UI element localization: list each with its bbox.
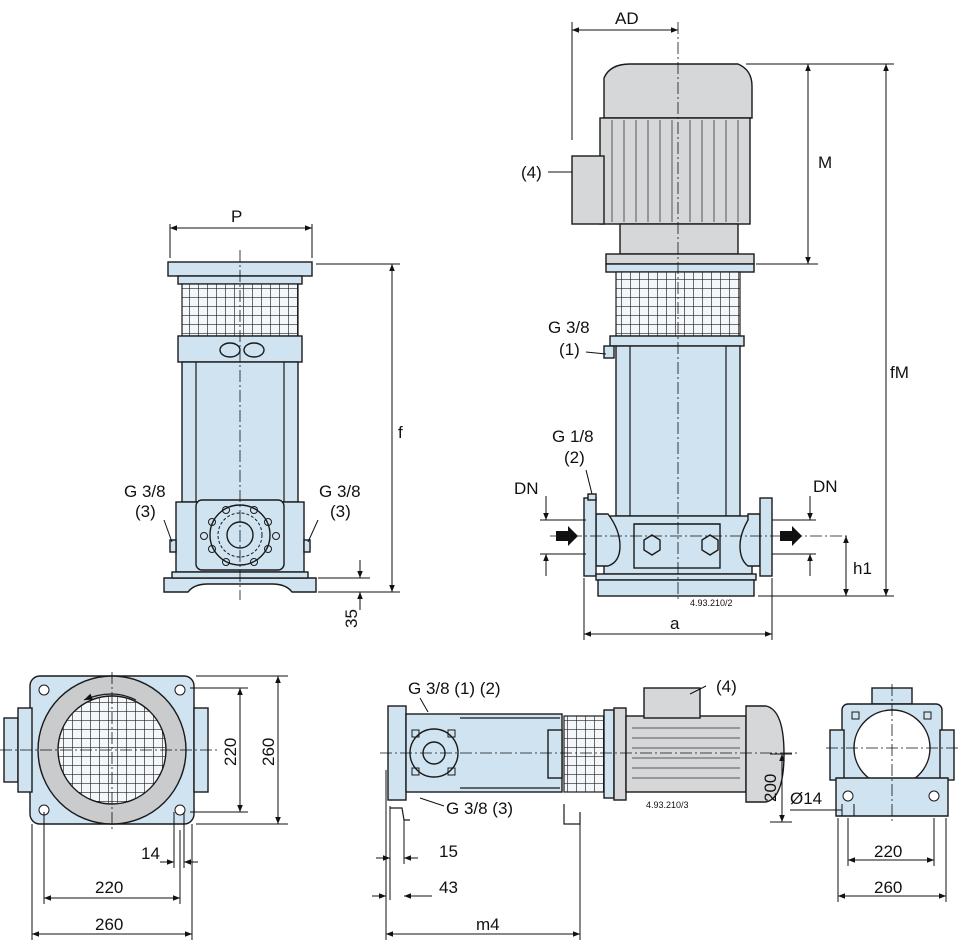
label-ref-bottom: 4.93.210/3 xyxy=(646,800,689,810)
label-n3-left: (3) xyxy=(135,502,156,521)
label-35: 35 xyxy=(342,609,361,628)
dimension-labels: P f 35 G 3/8 (3) G 3/8 (3) AD M fM (4) G… xyxy=(95,9,909,934)
label-g38-3-bottom: G 3/8 (3) xyxy=(446,799,513,818)
label-43: 43 xyxy=(439,878,458,897)
label-g38-1-2: G 3/8 (1) (2) xyxy=(408,679,501,698)
label-fm: fM xyxy=(890,363,909,382)
label-ad: AD xyxy=(615,9,639,28)
label-220-right: 220 xyxy=(874,842,902,861)
label-n1: (1) xyxy=(559,340,580,359)
label-h1: h1 xyxy=(853,559,872,578)
label-g38-1: G 3/8 xyxy=(548,318,590,337)
label-n3-right: (3) xyxy=(330,502,351,521)
label-220-vertical: 220 xyxy=(221,738,240,766)
label-220-horizontal: 220 xyxy=(95,878,123,897)
label-200: 200 xyxy=(761,774,780,802)
label-dia14: Ø14 xyxy=(790,789,822,808)
label-dn-right: DN xyxy=(813,477,838,496)
label-g38-3-right: G 3/8 xyxy=(319,482,361,501)
label-n4-top: (4) xyxy=(521,163,542,182)
label-15: 15 xyxy=(439,842,458,861)
label-260-vertical: 260 xyxy=(259,738,278,766)
label-n2: (2) xyxy=(564,448,585,467)
label-m4: m4 xyxy=(476,915,500,934)
top-view xyxy=(0,672,288,940)
label-a: a xyxy=(670,614,680,633)
horizontal-view xyxy=(372,685,800,940)
side-view xyxy=(540,22,894,640)
label-g38-3-left: G 3/8 xyxy=(124,482,166,501)
label-14: 14 xyxy=(141,844,160,863)
label-n4-bottom: (4) xyxy=(716,677,737,696)
label-ref-top: 4.93.210/2 xyxy=(690,598,733,608)
end-view xyxy=(790,684,960,902)
label-260-right: 260 xyxy=(874,878,902,897)
front-view xyxy=(163,224,400,610)
label-p: P xyxy=(231,207,242,226)
label-g18: G 1/8 xyxy=(552,427,594,446)
label-f: f xyxy=(398,423,403,442)
label-260-horizontal: 260 xyxy=(95,915,123,934)
label-dn-left: DN xyxy=(514,479,539,498)
label-m: M xyxy=(818,153,832,172)
